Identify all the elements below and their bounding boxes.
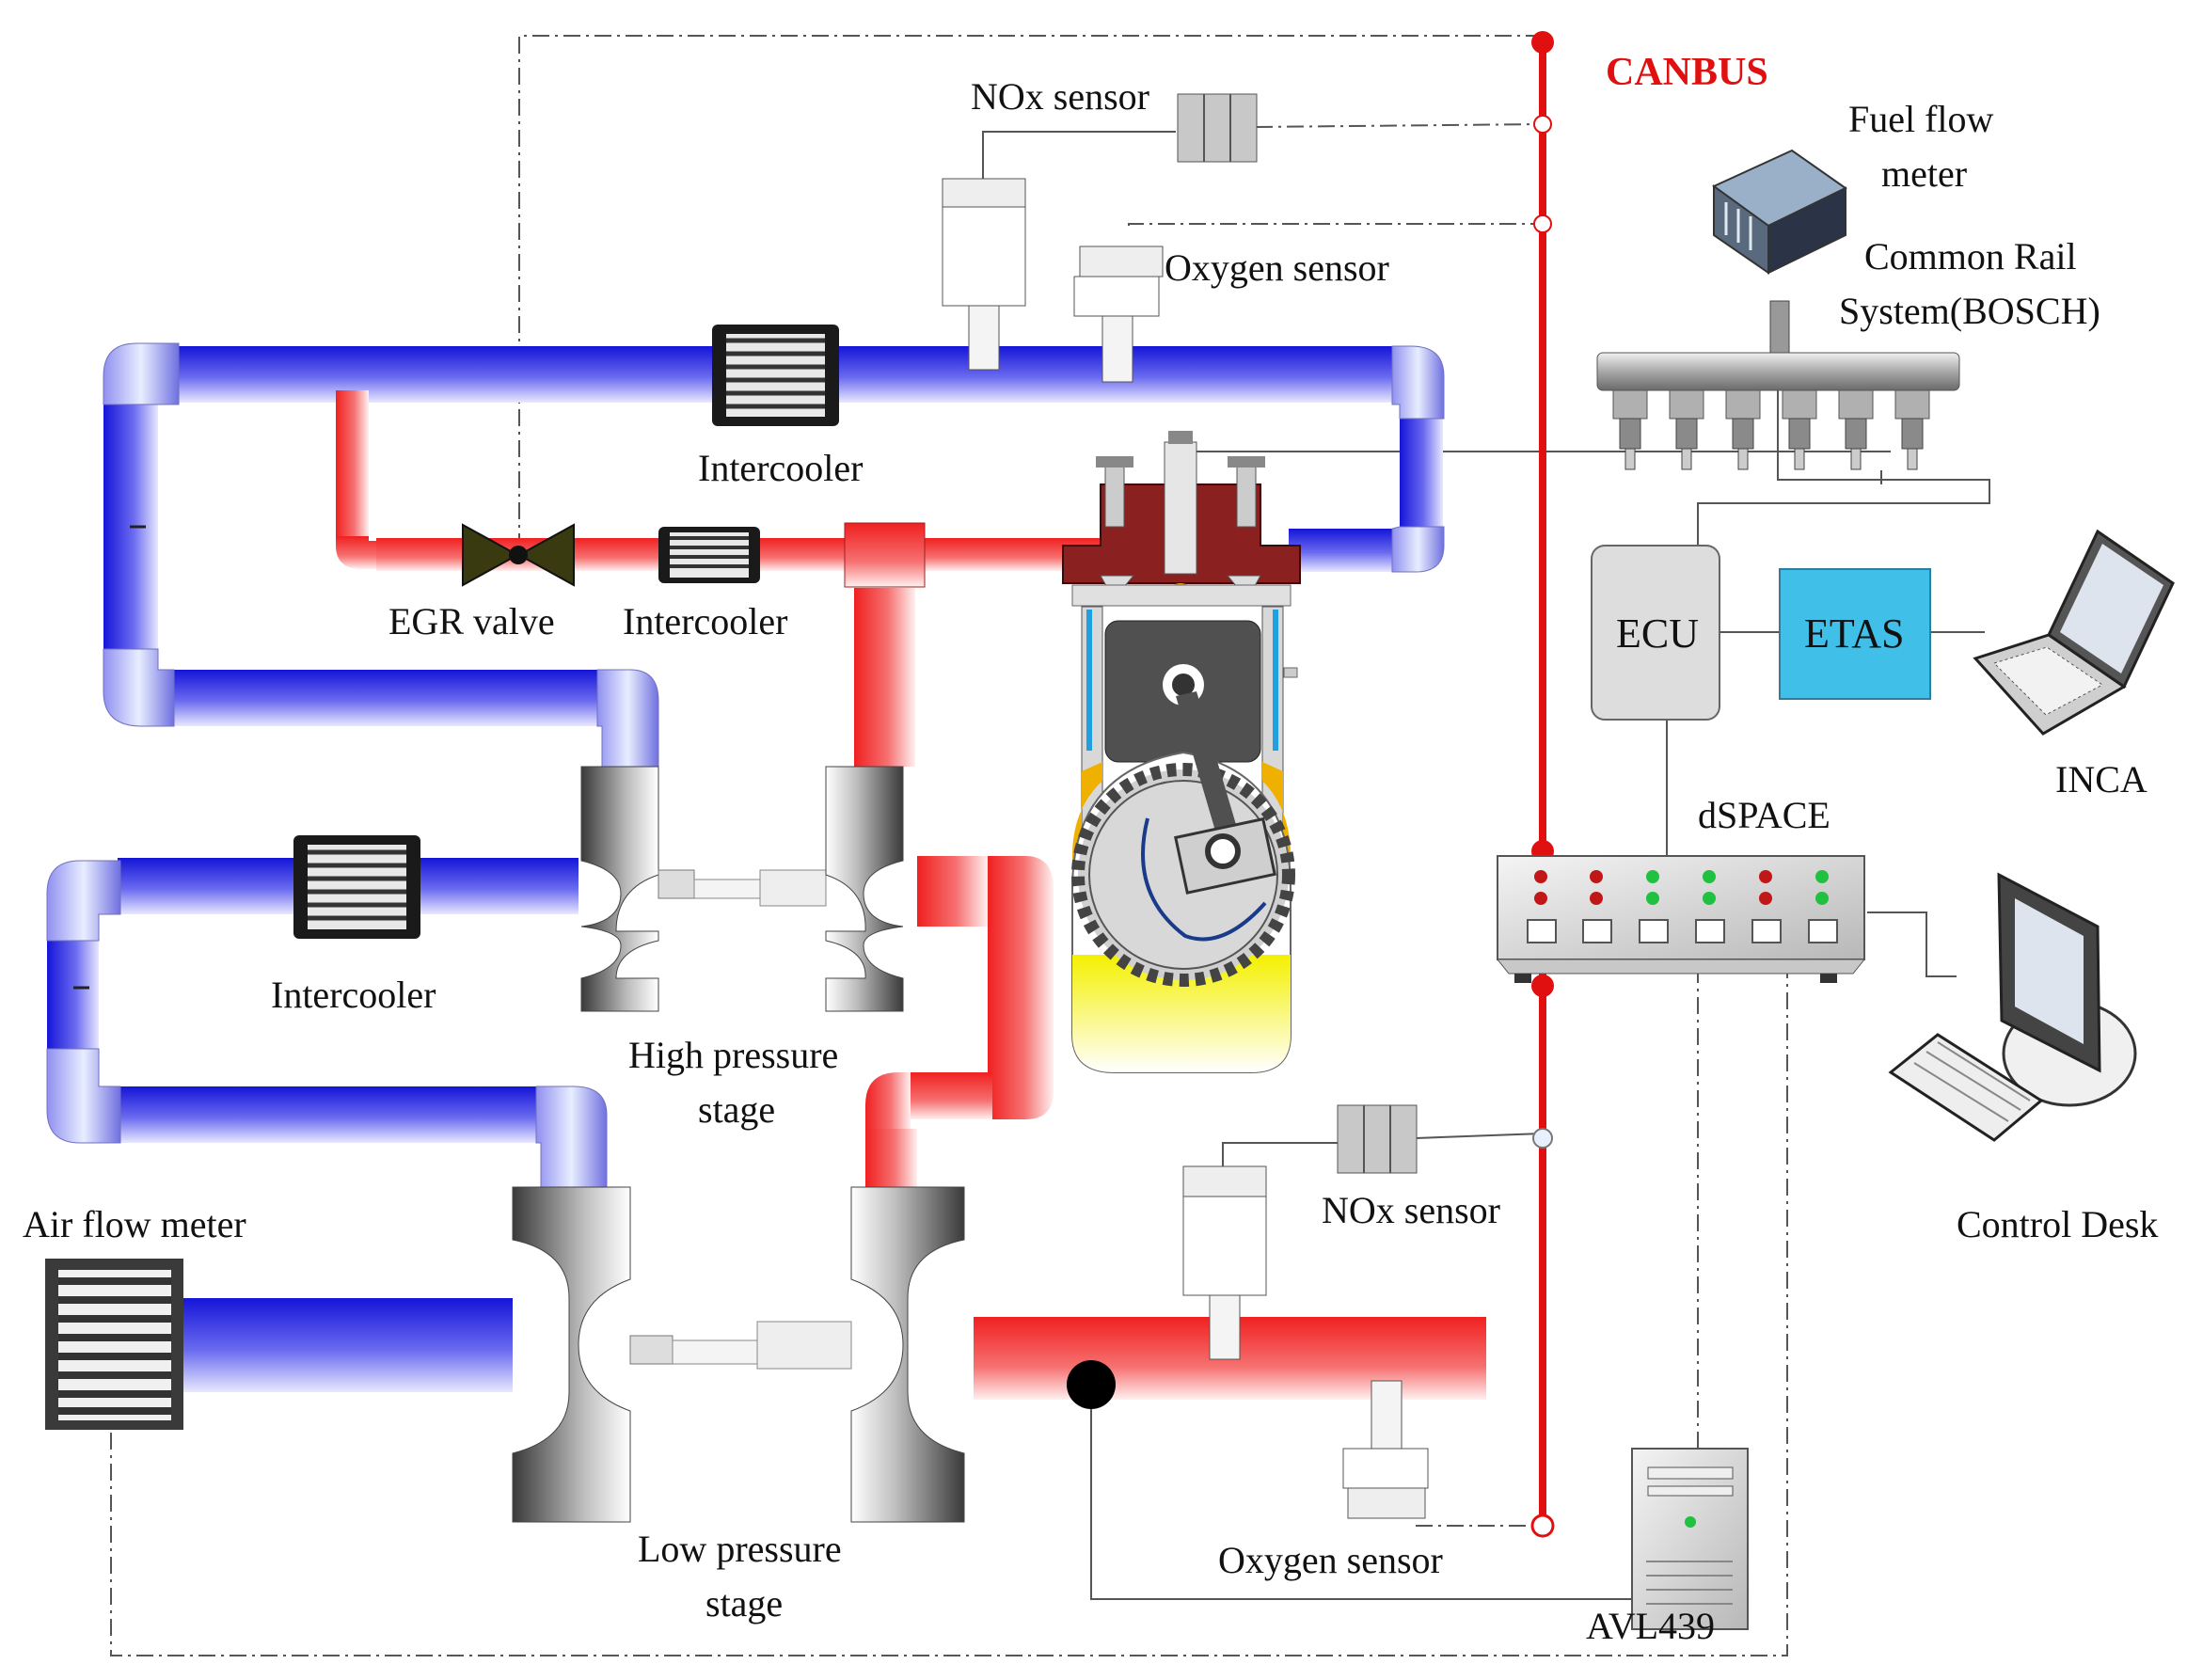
nox-sensor-top-label: NOx sensor [971, 75, 1149, 118]
elbow [46, 1048, 121, 1144]
high-pressure-stage-label: High pressure [628, 1034, 838, 1076]
elbow [1391, 345, 1445, 420]
elbow [103, 648, 175, 727]
wiring [982, 131, 1990, 1600]
laptop-icon [1973, 529, 2175, 736]
low-pressure-turbo [512, 1186, 965, 1523]
intercooler-low [293, 835, 420, 939]
intercooler-top [712, 325, 839, 426]
oxygen-sensor-bottom-label: Oxygen sensor [1218, 1539, 1443, 1581]
egr-valve-label: EGR valve [388, 600, 555, 642]
ecu-label: ECU [1616, 610, 1699, 657]
engine [1062, 431, 1301, 1073]
high-pressure-stage-label-line2: stage [698, 1088, 775, 1131]
oxygen-sensor-top-label: Oxygen sensor [1165, 246, 1389, 289]
oxygen-sensor-top [1073, 246, 1164, 383]
intercooler-egr [658, 527, 760, 583]
fuel-flow-meter-label: Fuel flow [1848, 98, 1994, 140]
common-rail [1596, 352, 1960, 470]
oxygen-sensor-bottom [1342, 1380, 1429, 1519]
control-desk-label: Control Desk [1957, 1203, 2158, 1245]
canbus-line [1530, 31, 1555, 1538]
air-flow-meter-label: Air flow meter [23, 1203, 246, 1245]
common-rail-label-line2: System(BOSCH) [1839, 290, 2100, 332]
ecu-box [1591, 545, 1720, 721]
intercooler-low-label: Intercooler [271, 974, 436, 1016]
elbow [46, 860, 121, 942]
etas-box [1779, 568, 1931, 700]
nox-sensor-bottom [1182, 1104, 1418, 1360]
low-pressure-stage-label: Low pressure [638, 1528, 842, 1570]
fuel-flow-meter [1712, 149, 1847, 354]
common-rail-label: Common Rail [1864, 235, 2077, 277]
nox-sensor-bottom-label: NOx sensor [1322, 1189, 1500, 1231]
elbow [103, 342, 180, 405]
intercooler-top-label: Intercooler [698, 447, 863, 489]
low-pressure-stage-label-line2: stage [705, 1582, 783, 1625]
nox-sensor-top [942, 93, 1258, 371]
etas-label: ETAS [1804, 610, 1904, 657]
fuel-flow-meter-label-line2: meter [1881, 152, 1967, 195]
dspace-label: dSPACE [1698, 794, 1830, 836]
intercooler-egr-label: Intercooler [623, 600, 787, 642]
egr-valve [462, 523, 575, 587]
exhaust-probe [1067, 1360, 1116, 1409]
high-pressure-turbo [580, 766, 904, 1012]
elbow [535, 1086, 608, 1188]
avl439-tower [1631, 1448, 1749, 1630]
dspace-unit [1496, 855, 1866, 983]
avl439-label: AVL439 [1586, 1605, 1715, 1647]
canbus-label: CANBUS [1606, 51, 1768, 94]
labels: CANBUS NOx sensor Oxygen sensor Intercoo… [23, 51, 2158, 1647]
desktop-computer-icon [1888, 872, 2137, 1142]
elbow [1391, 526, 1445, 573]
air-flow-meter [45, 1259, 183, 1430]
elbow [596, 669, 659, 768]
inca-label: INCA [2055, 758, 2147, 800]
